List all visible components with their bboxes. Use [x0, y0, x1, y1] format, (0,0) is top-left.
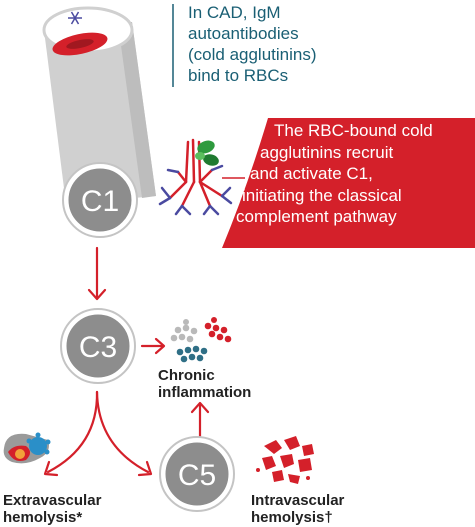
extravascular-line: Extravascular: [3, 492, 102, 509]
node-c1-label: C1: [81, 185, 119, 218]
inflammation-cells-icon: [170, 317, 232, 363]
callout-banner: [222, 118, 475, 248]
arrow-c3-extravascular: [46, 390, 99, 474]
arrows: [43, 246, 210, 477]
intro-caption: In CAD, IgM autoantibodies (cold aggluti…: [188, 2, 317, 86]
intravascular-line: Intravascular: [251, 492, 345, 509]
callout-line: complement pathway: [236, 207, 397, 226]
callout-line: agglutinins recruit: [260, 142, 394, 162]
intro-line: (cold agglutinins): [188, 45, 317, 64]
chronic-line: Chronic: [158, 367, 215, 384]
lysed-rbc-icon: [256, 436, 314, 484]
c1-complex-icon: [195, 140, 219, 166]
blood-vessel-icon: [42, 6, 156, 204]
intravascular-line: hemolysis†: [251, 509, 333, 526]
callout-line: initiating the classical: [242, 185, 402, 205]
callout-line: and activate C1,: [250, 164, 373, 183]
intro-line: In CAD, IgM: [188, 3, 281, 22]
chronic-line: inflammation: [158, 384, 252, 401]
chronic-inflammation-label: Chronic inflammation: [158, 367, 251, 401]
extravascular-line: hemolysis*: [3, 509, 83, 526]
red-blood-cell-icon: [52, 32, 108, 56]
node-c5: C5: [159, 436, 235, 512]
intro-line: autoantibodies: [188, 24, 299, 43]
intro-line: bind to RBCs: [188, 66, 289, 85]
callout-line: The RBC-bound cold: [274, 121, 433, 140]
node-c3-label: C3: [79, 331, 117, 364]
snowflake-icon: [68, 11, 82, 25]
node-c1: C1: [62, 162, 138, 238]
extravascular-hemolysis-label: Extravascular hemolysis*: [3, 492, 101, 526]
intravascular-hemolysis-label: Intravascular hemolysis†: [251, 492, 344, 526]
liver-spleen-icon: [3, 432, 51, 464]
node-c3: C3: [60, 308, 136, 384]
callout-caption: The RBC-bound cold agglutinins recruit a…: [236, 120, 433, 228]
arrow-c3-c5: [95, 390, 150, 474]
node-c5-label: C5: [178, 459, 216, 492]
igm-antibody-icon: [158, 138, 233, 216]
